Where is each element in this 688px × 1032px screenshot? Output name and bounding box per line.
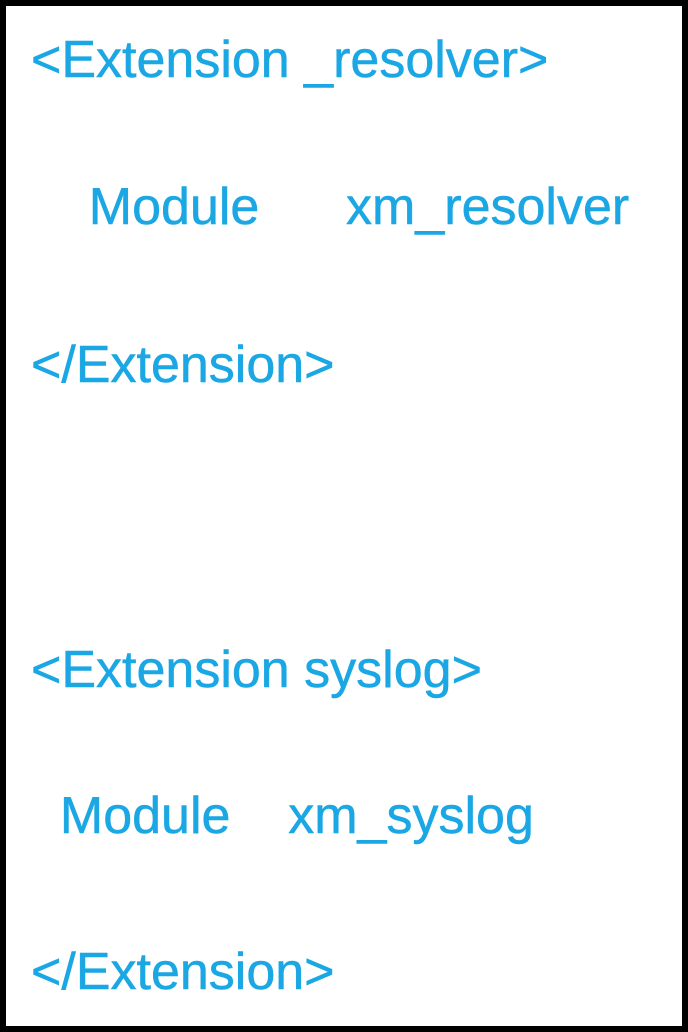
extension-syslog-open-tag: <Extension syslog> [31, 641, 482, 699]
extension-resolver-open-tag: <Extension _resolver> [31, 31, 549, 89]
module-xm-resolver-directive: Module xm_resolver [31, 178, 630, 236]
extension-resolver-close-tag: </Extension> [31, 336, 335, 394]
module-xm-syslog-directive: Module xm_syslog [31, 787, 534, 845]
extension-syslog-close-tag: </Extension> [31, 943, 335, 1001]
